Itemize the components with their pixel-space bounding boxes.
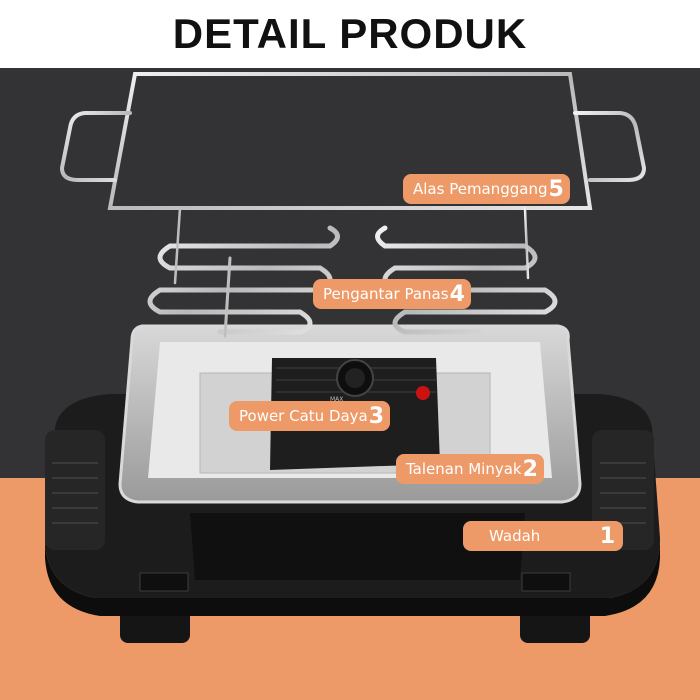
header: DETAIL PRODUK [0,0,700,68]
label-text: Talenan Minyak [406,460,522,478]
label-number: 4 [449,281,465,307]
label-alas-pemanggang: Alas Pemanggang 5 [403,174,570,204]
label-power-catu-daya: Power Catu Daya 3 [229,401,391,431]
grill-rack [59,72,647,285]
label-text: Alas Pemanggang [413,180,548,198]
label-talenan-minyak: Talenan Minyak 2 [396,454,544,484]
indicator-light [416,386,430,400]
knob-marker: MAX [330,396,343,403]
label-number: 5 [548,176,564,202]
label-number: 3 [368,403,385,429]
label-number: 1 [599,523,615,549]
label-wadah: Wadah 1 [463,521,623,551]
label-pengantar-panas: Pengantar Panas 4 [313,279,471,309]
product-photo: MAX Alas Pemanggang 5 [0,68,700,700]
label-text: Wadah [489,527,541,545]
label-text: Pengantar Panas [323,285,449,303]
label-number: 2 [522,456,538,482]
page-title: DETAIL PRODUK [172,10,528,57]
label-text: Power Catu Daya [239,407,368,425]
grill-illustration: MAX [45,72,660,643]
